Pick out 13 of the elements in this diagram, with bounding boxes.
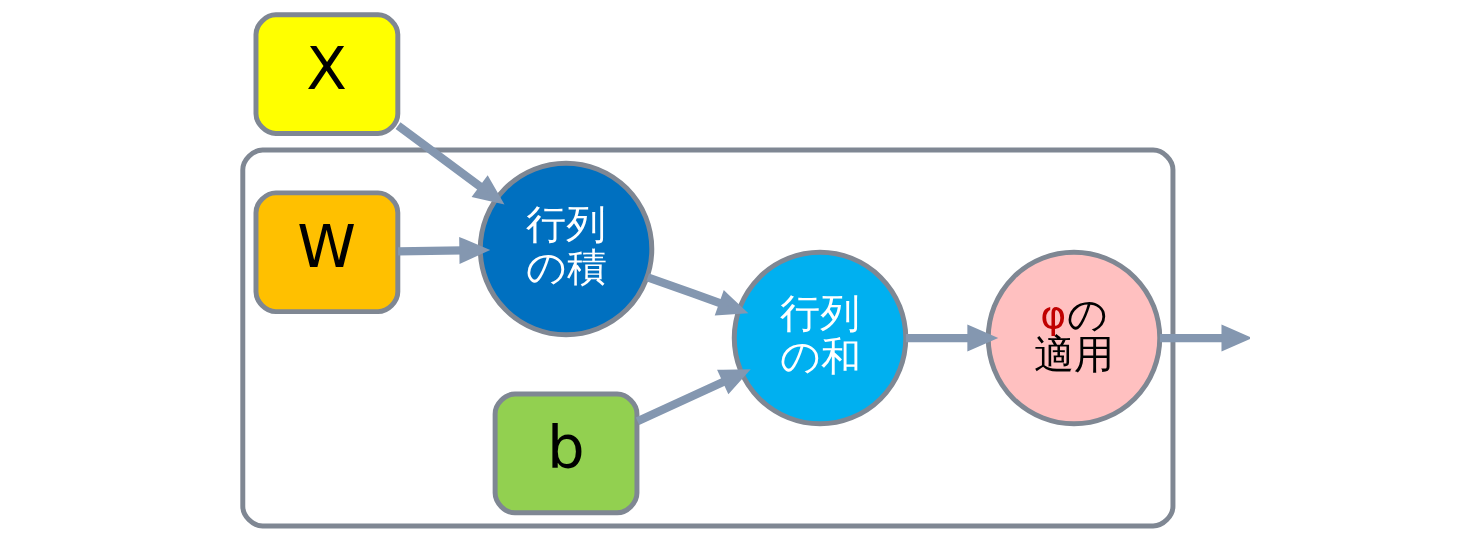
arrow [1159,324,1250,352]
arrow [395,122,504,205]
node-box: W [253,190,400,315]
cluster [239,147,1175,529]
node-box: b [492,391,639,516]
node-circle: 行列の和 [731,249,908,427]
arrow [905,324,998,352]
node-box: X [253,12,400,136]
arrow [645,273,748,316]
node-circle: φの適用 [985,249,1162,427]
node-circle: 行列の積 [477,160,654,338]
arrow [635,369,751,426]
arrow [397,236,490,264]
